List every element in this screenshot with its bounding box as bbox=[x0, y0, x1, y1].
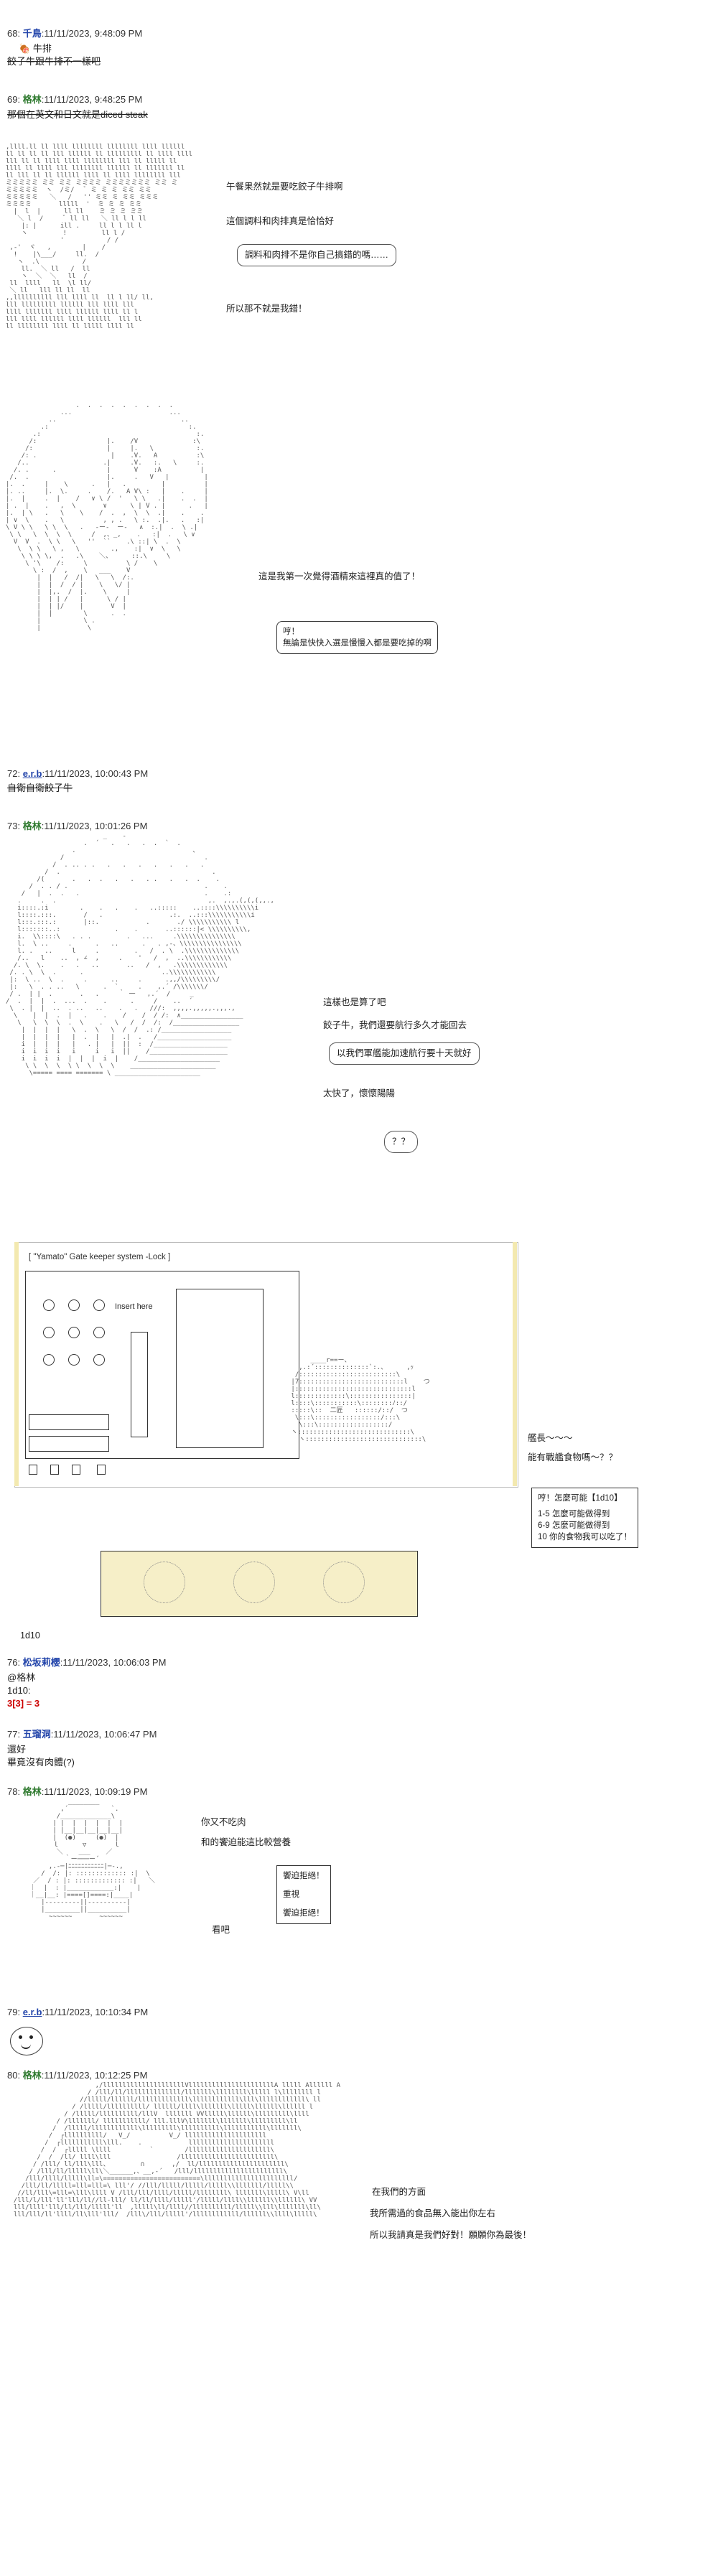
post-header: 69: 格林:11/11/2023, 9:48:25 PM bbox=[7, 94, 143, 105]
dial-icon[interactable] bbox=[43, 1354, 55, 1366]
dial-icon[interactable] bbox=[68, 1327, 80, 1338]
poster-name[interactable]: e.r.b bbox=[22, 768, 42, 779]
indicator-light bbox=[97, 1465, 106, 1475]
dial-icon[interactable] bbox=[43, 1327, 55, 1338]
big-dial-icon[interactable] bbox=[144, 1562, 185, 1603]
post-body: 還好 畢竟沒有肉體(?) bbox=[7, 1744, 75, 1768]
indicator-light bbox=[72, 1465, 80, 1475]
speech-line: 這樣也是算了吧 bbox=[323, 997, 386, 1007]
post-79: 79: e.r.b:11/11/2023, 10:10:34 PM bbox=[7, 2007, 711, 2017]
post-body: 自衛自衛餃子牛 bbox=[7, 782, 711, 795]
dial-icon[interactable] bbox=[93, 1354, 105, 1366]
post-body: 那個在英文和日文就是diced steak bbox=[7, 108, 711, 121]
poster-name[interactable]: 千鳥 bbox=[22, 28, 42, 39]
poster-name[interactable]: 格林 bbox=[22, 821, 42, 831]
post-72: 72: e.r.b:11/11/2023, 10:00:43 PM 自衛自衛餃子… bbox=[7, 768, 711, 795]
post-header: 77: 五瑠洞:11/11/2023, 10:06:47 PM bbox=[7, 1729, 157, 1740]
big-dial-icon[interactable] bbox=[323, 1562, 365, 1603]
post-body: @格林 1d10: 3[3] = 3 bbox=[7, 1671, 711, 1710]
speech-line: 看吧 bbox=[212, 1925, 230, 1935]
post-80: 80: 格林:11/11/2023, 10:12:25 PM bbox=[7, 2068, 711, 2081]
ascii-art-figure: ,llll.ll ll llll llllllll llllllll llll … bbox=[6, 144, 193, 330]
post-76: 76: 松坂莉櫻:11/11/2023, 10:06:03 PM @格林 1d1… bbox=[7, 1655, 711, 1710]
console-edge-left bbox=[14, 1242, 19, 1486]
post-78: 78: 格林:11/11/2023, 10:09:19 PM bbox=[7, 1784, 711, 1798]
post-73: 73: 格林:11/11/2023, 10:01:26 PM bbox=[7, 818, 711, 832]
card-slot[interactable] bbox=[131, 1332, 148, 1437]
dice-box: 哼！怎麼可能【1d10】 1-5 怎麼可能做得到 6-9 怎麼可能做得到 10 … bbox=[531, 1488, 638, 1548]
speech-line: 艦長～～～ bbox=[528, 1433, 573, 1443]
dice-result: 3[3] = 3 bbox=[7, 1698, 40, 1709]
insert-label: Insert here bbox=[115, 1302, 153, 1311]
ascii-art-figure: _ - . ´ . . . . ` . . 、 / . / . .. . . .… bbox=[6, 833, 274, 1077]
poster-name[interactable]: e.r.b bbox=[22, 2007, 42, 2017]
post-68: 68: 千鳥:11/11/2023, 9:48:09 PM 🍖 牛排 餃子牛跟牛… bbox=[7, 26, 711, 68]
dial-icon[interactable] bbox=[43, 1299, 55, 1311]
speech-line: 所以我請真是我們好對！願願你為最後！ bbox=[370, 2230, 532, 2240]
speech-line: 你又不吃肉 bbox=[201, 1817, 246, 1827]
post-header: 79: e.r.b:11/11/2023, 10:10:34 PM bbox=[7, 2007, 149, 2017]
dial-icon[interactable] bbox=[93, 1299, 105, 1311]
dialog-box: 哼！ 無論是快快入選是慢慢入都是要吃掉的啊 bbox=[276, 621, 438, 654]
dice-label: 1d10 bbox=[20, 1630, 40, 1641]
poster-name[interactable]: 格林 bbox=[22, 1786, 42, 1797]
speech-line: 我所需過的食品無入能出你左右 bbox=[370, 2208, 496, 2218]
message-line: 自衛自衛餃子牛 bbox=[7, 783, 73, 793]
speech-line: 所以那不就是我錯！ bbox=[226, 304, 307, 314]
keypad-strip bbox=[29, 1436, 109, 1452]
dial-icon[interactable] bbox=[93, 1327, 105, 1338]
post-header: 78: 格林:11/11/2023, 10:09:19 PM bbox=[7, 1786, 148, 1797]
speech-line: 在我們的方面 bbox=[372, 2187, 426, 2197]
message-line: 那個在英文和日文就是diced steak bbox=[7, 109, 148, 120]
poster-name[interactable]: 松坂莉櫻 bbox=[22, 1657, 60, 1668]
speech-bubble-small: ？？ bbox=[384, 1131, 419, 1153]
post-header: 80: 格林:11/11/2023, 10:12:25 PM bbox=[7, 2070, 148, 2081]
keypad-strip bbox=[29, 1414, 109, 1430]
indicator-light bbox=[50, 1465, 59, 1475]
ascii-art-figure: . . . . . . . . . ... ... .. .. .: :. .: bbox=[6, 402, 208, 632]
poster-name[interactable]: 五瑠洞 bbox=[22, 1729, 51, 1740]
speech-line: 和的饗迫能這比較營養 bbox=[201, 1837, 292, 1847]
ascii-art-figure: ,/lllllllllllllllllllllVllllllllllllllll… bbox=[13, 2082, 340, 2218]
speech-line: 餃子牛，我們還要航行多久才能回去 bbox=[323, 1020, 467, 1030]
console-door bbox=[176, 1289, 264, 1448]
post-header: 76: 松坂莉櫻:11/11/2023, 10:06:03 PM bbox=[7, 1657, 167, 1668]
speech-line: 這個調料和肉排真是恰恰好 bbox=[226, 216, 335, 226]
indicator-light bbox=[29, 1465, 37, 1475]
poster-name[interactable]: 格林 bbox=[22, 94, 42, 105]
speech-line: 能有戰艦食物嗎～？？ bbox=[528, 1452, 618, 1462]
console-edge-right bbox=[513, 1242, 517, 1486]
gate-title: [ "Yamato" Gate keeper system -Lock ] bbox=[29, 1253, 171, 1261]
quote-line: 🍖 牛排 bbox=[19, 43, 52, 54]
post-header: 73: 格林:11/11/2023, 10:01:26 PM bbox=[7, 821, 148, 831]
speech-line: 這是我第一次覺得酒精來這裡真的值了！ bbox=[258, 571, 421, 582]
option-box: 饗迫拒絕！ 重視 饗迫拒絕！ bbox=[276, 1865, 331, 1924]
big-dial-icon[interactable] bbox=[233, 1562, 275, 1603]
post-header: 72: e.r.b:11/11/2023, 10:00:43 PM bbox=[7, 768, 149, 779]
post-body: 🍖 牛排 餃子牛跟牛排不一樣吧 bbox=[7, 42, 711, 68]
console-panel bbox=[25, 1271, 299, 1459]
dial-icon[interactable] bbox=[68, 1354, 80, 1366]
post-77: 77: 五瑠洞:11/11/2023, 10:06:47 PM 還好 畢竟沒有肉… bbox=[7, 1727, 711, 1769]
ascii-art-figure: ____r==ー、 ,.:´::::::::::::::`:.、 ,ｯ /:::… bbox=[291, 1357, 430, 1443]
ascii-art-figure: ________ ,´ `. /_____________\ | | | | |… bbox=[29, 1798, 155, 1921]
message-line: 餃子牛跟牛排不一樣吧 bbox=[7, 56, 101, 67]
sticker-face-icon bbox=[10, 2027, 43, 2055]
speech-line: 太快了，懷懷陽陽 bbox=[323, 1088, 396, 1098]
dial-icon[interactable] bbox=[68, 1299, 80, 1311]
speech-bubble: 調料和肉排不是你自己搞錯的嗎…… bbox=[237, 244, 397, 266]
post-69: 69: 格林:11/11/2023, 9:48:25 PM 那個在英文和日文就是… bbox=[7, 92, 711, 121]
poster-name[interactable]: 格林 bbox=[22, 2070, 42, 2081]
speech-line: 午餐果然就是要吃餃子牛排啊 bbox=[226, 182, 343, 192]
post-header: 68: 千鳥:11/11/2023, 9:48:09 PM bbox=[7, 28, 143, 39]
speech-bubble: 以我們軍艦能加速航行要十天就好 bbox=[329, 1042, 480, 1065]
